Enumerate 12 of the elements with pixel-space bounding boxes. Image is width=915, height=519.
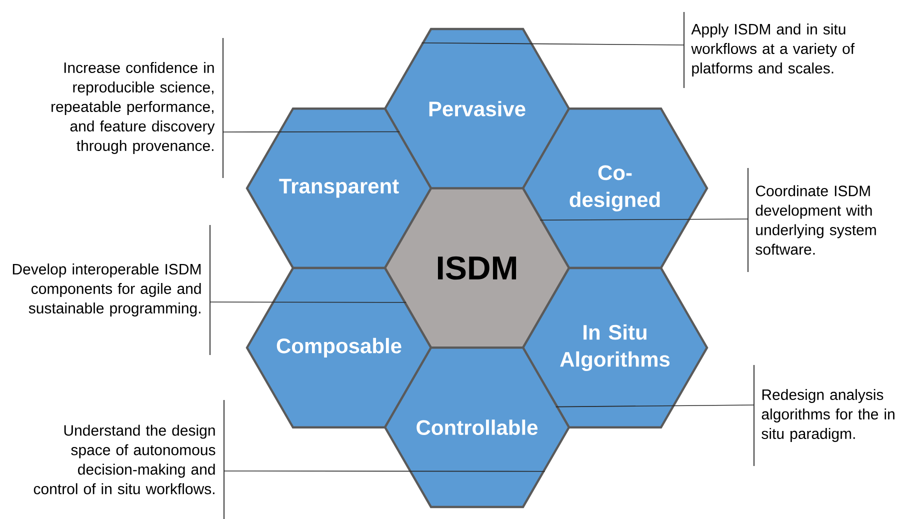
leader-line: [555, 404, 754, 408]
leader-line: [210, 302, 407, 303]
leader-line: [224, 470, 546, 472]
leader-line: [222, 131, 400, 132]
callout-text: Redesign analysis algorithms for the in situ paradigm.: [762, 389, 894, 442]
callout-text: Apply ISDM and in situ workflows at a variety of platforms and scales.: [691, 24, 855, 76]
callout-text: Increase confidence in reproducible science, repeatable performance, and feature discovery through provenance.: [52, 62, 215, 154]
leader-line: [540, 218, 748, 220]
callout-text: Coordinate ISDM development with underlying system software.: [756, 185, 876, 255]
callout-text: Develop interoperable ISDM components for agile and sustainable programming.: [12, 264, 201, 316]
leader-line: [421, 42, 684, 46]
callout-text: Understand the design space of autonomous decision-making and control of in situ workflows.: [34, 424, 216, 494]
